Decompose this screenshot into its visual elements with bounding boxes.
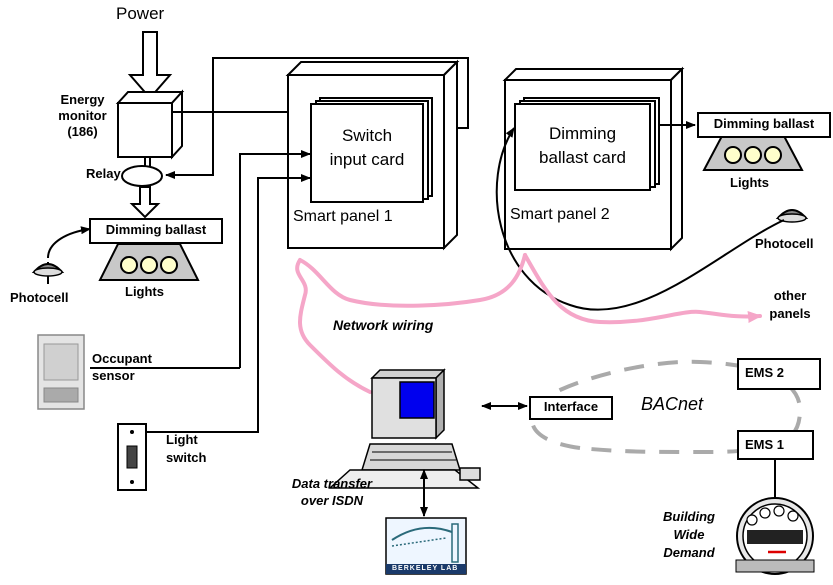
photocell-left-label: Photocell [10,290,69,305]
photocell-right [775,209,809,223]
relay-label: Relay [86,166,121,181]
smart-panel-2-label: Smart panel 2 [510,206,610,223]
dimming-ballast-card-box [514,97,660,191]
network-wiring [295,253,762,394]
smart-panel-1-label: Smart panel 1 [293,208,393,225]
photocell-right-label: Photocell [755,236,814,251]
power-arrow [127,31,173,100]
dimming-ballast-right: Dimming ballast [697,112,831,138]
switch-input-card-box [310,97,433,203]
relay-ellipse [121,165,163,187]
other-panels-line2: panels [769,306,811,321]
switch-input-card-line1: Switch [341,126,393,145]
data-transfer-line1: Data transfer [291,476,373,491]
building-wide-demand-label: Building Wide Demand [652,508,726,562]
switch-input-card-label: Switch input card [313,124,421,172]
building-wide-demand-line3: Demand [663,545,715,560]
dimming-ballast-card-line2: ballast card [539,148,626,167]
computer-icon [328,368,481,489]
other-panels-line1: other [773,288,807,303]
energy-monitor-label-line1: Energy [60,92,105,107]
light-switch-label: Light switch [166,431,206,467]
lights-right [702,135,804,171]
photocell-left [31,262,65,284]
other-panels-label: other panels [760,287,820,323]
occupant-sensor-line1: Occupant [92,351,152,366]
relay-to-ballast-arrow [129,186,161,219]
energy-monitor-label-line2: monitor [58,108,107,123]
occupant-sensor-line2: sensor [92,368,135,383]
light-switch-line1: Light [166,432,198,447]
berkeley-lab-text: BERKELEY LAB [392,565,459,572]
berkeley-lab-image [385,517,467,575]
occupant-sensor-image [37,334,85,410]
meter-icon [735,455,815,575]
building-wide-demand-line1: Building [663,509,715,524]
bacnet-label: BACnet [641,394,704,414]
ems2-box: EMS 2 [737,358,821,390]
switch-input-card-line2: input card [329,150,405,169]
ems1-box: EMS 1 [737,430,814,460]
light-switch-image [117,423,147,491]
building-wide-demand-line2: Wide [673,527,705,542]
power-label: Power [116,4,165,23]
network-wiring-label: Network wiring [333,317,434,333]
lights-right-label: Lights [730,175,769,190]
data-transfer-label: Data transfer over ISDN [282,475,382,509]
data-transfer-line2: over ISDN [300,493,364,508]
energy-monitor-label-line3: (186) [67,124,98,139]
dimming-ballast-card-line1: Dimming [548,124,617,143]
energy-monitor-label: Energy monitor (186) [45,92,120,140]
energy-monitor-box [115,89,185,160]
dimming-ballast-left: Dimming ballast [89,218,223,244]
lights-left [98,243,200,281]
light-switch-line2: switch [166,450,207,465]
interface-box: Interface [529,396,613,420]
dimming-ballast-card-label: Dimming ballast card [517,122,648,170]
lights-left-label: Lights [125,284,164,299]
occupant-sensor-label: Occupant sensor [92,350,152,384]
bacnet-loop [530,359,803,454]
